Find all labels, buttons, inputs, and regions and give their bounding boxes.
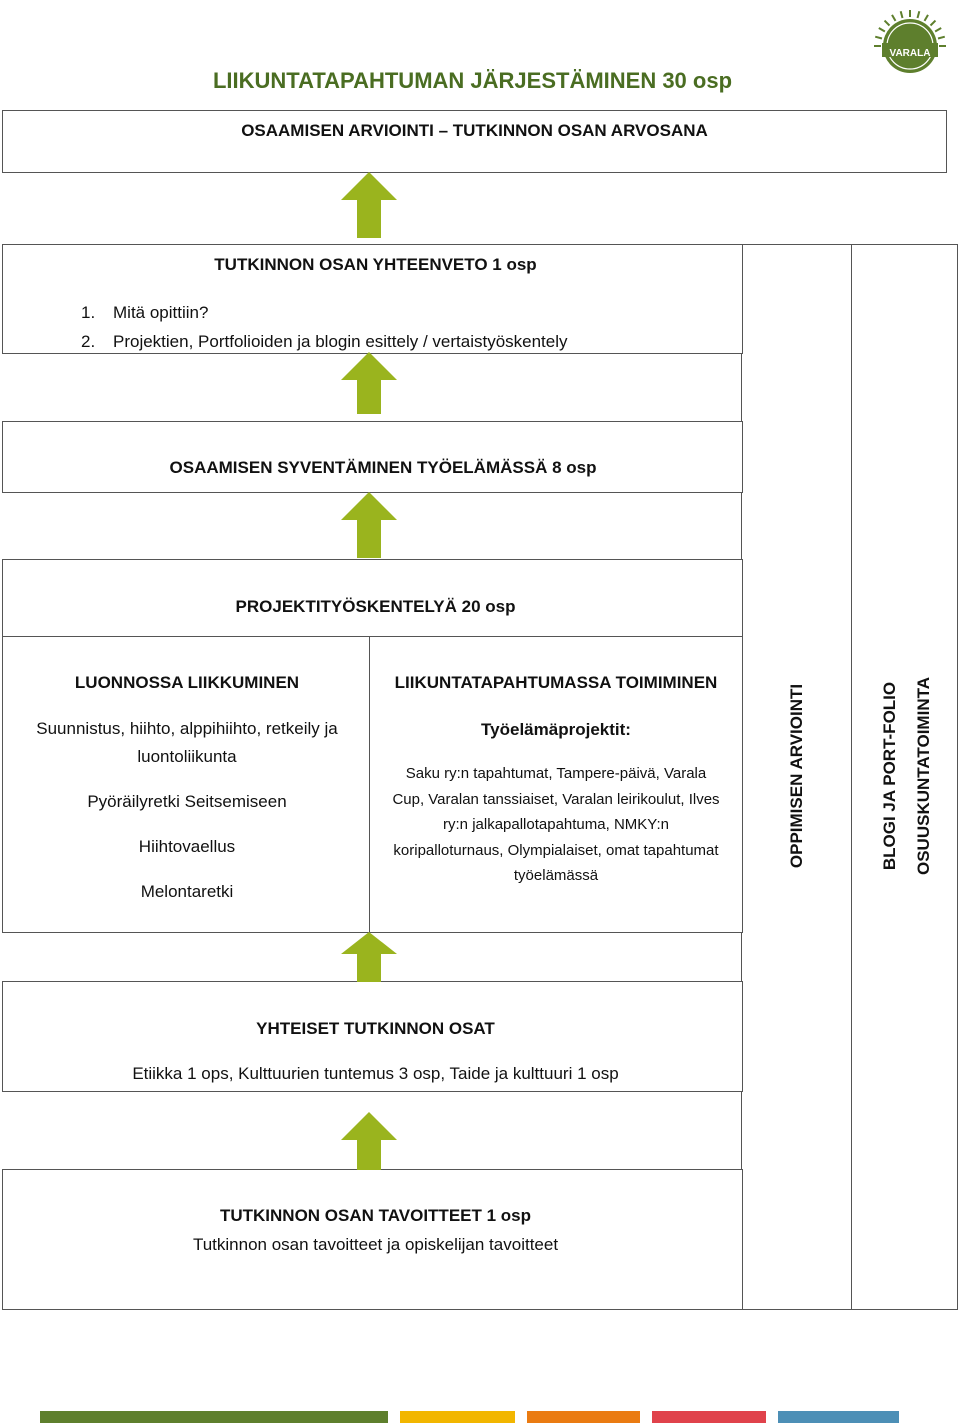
summary-list: 1.Mitä opittiin? 2.Projektien, Portfolio… bbox=[81, 298, 568, 356]
summary-heading: TUTKINNON OSAN YHTEENVETO 1 osp bbox=[214, 255, 537, 274]
up-arrow-icon bbox=[341, 172, 397, 238]
summary-item: 2.Projektien, Portfolioiden ja blogin es… bbox=[81, 332, 568, 351]
project-box: PROJEKTITYÖSKENTELYÄ 20 osp bbox=[2, 559, 743, 637]
assessment-box: OSAAMISEN ARVIOINTI – TUTKINNON OSAN ARV… bbox=[2, 110, 947, 173]
side-column-blog-label: BLOGI JA PORT-FOLIO bbox=[880, 681, 899, 871]
summary-item: 1.Mitä opittiin? bbox=[81, 303, 209, 322]
summary-box: TUTKINNON OSAN YHTEENVETO 1 osp 1.Mitä o… bbox=[2, 244, 743, 354]
work-projects-subheading: Työelämäprojektit: bbox=[481, 720, 631, 739]
nature-item: Hiihtovaellus bbox=[138, 837, 236, 856]
goals-heading: TUTKINNON OSAN TAVOITTEET 1 osp bbox=[219, 1206, 532, 1225]
deepening-heading: OSAAMISEN SYVENTÄMINEN TYÖELÄMÄSSÄ 8 osp bbox=[169, 458, 597, 477]
up-arrow-icon bbox=[341, 932, 397, 982]
common-box: YHTEISET TUTKINNON OSAT Etiikka 1 ops, K… bbox=[2, 981, 743, 1092]
event-heading: LIIKUNTATAPAHTUMASSA TOIMIMINEN bbox=[394, 673, 718, 692]
assessment-heading: OSAAMISEN ARVIOINTI – TUTKINNON OSAN ARV… bbox=[241, 121, 708, 140]
project-heading: PROJEKTITYÖSKENTELYÄ 20 osp bbox=[235, 597, 516, 616]
side-column-assessment-label: OPPIMISEN ARVIOINTI bbox=[787, 683, 806, 869]
common-heading: YHTEISET TUTKINNON OSAT bbox=[256, 1019, 495, 1038]
goals-box: TUTKINNON OSAN TAVOITTEET 1 osp Tutkinno… bbox=[2, 1169, 743, 1310]
nature-heading: LUONNOSSA LIIKKUMINEN bbox=[74, 673, 300, 692]
footer-stripe bbox=[527, 1411, 640, 1423]
common-text: Etiikka 1 ops, Kulttuurien tuntemus 3 os… bbox=[132, 1064, 619, 1083]
page-title: LIIKUNTATAPAHTUMAN JÄRJESTÄMINEN 30 osp bbox=[212, 68, 733, 93]
project-left-box: LUONNOSSA LIIKKUMINEN Suunnistus, hiihto… bbox=[2, 636, 371, 933]
project-right-box: LIIKUNTATAPAHTUMASSA TOIMIMINEN Työelämä… bbox=[369, 636, 743, 933]
logo-sun-rays-icon bbox=[874, 10, 946, 47]
footer-stripe bbox=[778, 1411, 899, 1423]
side-column-coop-label: OSUUSKUNTATOIMINTA bbox=[914, 677, 933, 876]
logo-text: VARALA bbox=[890, 48, 931, 59]
up-arrow-icon bbox=[341, 352, 397, 414]
up-arrow-icon bbox=[341, 1112, 397, 1170]
work-projects-text: Saku ry:n tapahtumat, Tampere-päivä, Var… bbox=[392, 765, 720, 884]
footer-stripe bbox=[652, 1411, 766, 1423]
nature-item: Melontaretki bbox=[140, 882, 234, 901]
goals-text: Tutkinnon osan tavoitteet ja opiskelijan… bbox=[192, 1235, 559, 1254]
side-column-blog: BLOGI JA PORT-FOLIO OSUUSKUNTATOIMINTA bbox=[851, 244, 958, 1310]
nature-item: Pyöräilyretki Seitsemiseen bbox=[87, 792, 287, 811]
footer-stripe bbox=[40, 1411, 388, 1423]
deepening-box: OSAAMISEN SYVENTÄMINEN TYÖELÄMÄSSÄ 8 osp bbox=[2, 421, 743, 493]
nature-item: Suunnistus, hiihto, alppihiihto, retkeil… bbox=[36, 719, 338, 766]
up-arrow-icon bbox=[341, 492, 397, 558]
side-column-assessment: OPPIMISEN ARVIOINTI bbox=[741, 244, 852, 1310]
footer-stripe bbox=[400, 1411, 515, 1423]
varala-logo: VARALA bbox=[874, 10, 946, 73]
